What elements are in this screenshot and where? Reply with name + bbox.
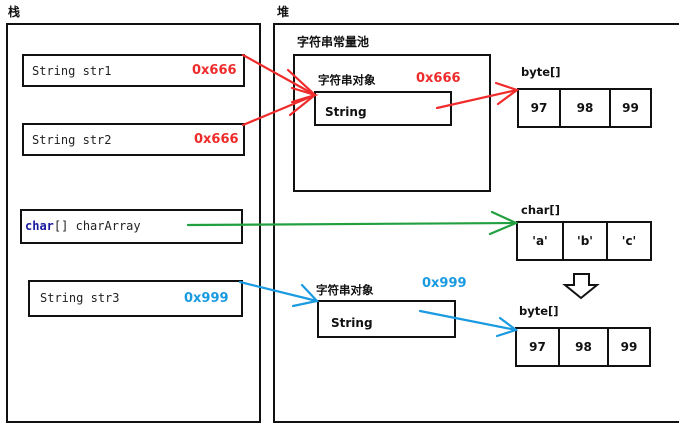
- char-array: 'a' 'b' 'c': [516, 221, 652, 261]
- red-arrows: [241, 53, 520, 127]
- var-address: 0x999: [184, 291, 229, 306]
- arrow-str2-to-pool-object: [241, 93, 317, 127]
- byte-array-1-label: byte[]: [521, 65, 561, 79]
- arrow-str1-to-pool-object: [241, 53, 317, 97]
- array-cell: 99: [620, 340, 638, 354]
- array-cell: 'a': [518, 223, 564, 259]
- pool-string-object: String: [314, 91, 452, 126]
- char-array-label: char[]: [521, 203, 560, 217]
- var-address: 0x666: [192, 63, 237, 78]
- var-address: 0x666: [194, 132, 239, 147]
- byte-array-2: 97 98 99: [515, 327, 651, 367]
- object2-address: 0x999: [422, 276, 467, 291]
- array-cell: 98: [560, 329, 609, 365]
- var-name: str1: [82, 64, 112, 78]
- stack-var-str2: String str2 0x666: [22, 123, 245, 156]
- pool-object-address: 0x666: [416, 71, 461, 86]
- var-type-suffix: []: [53, 219, 69, 233]
- array-cell: 'c': [621, 234, 637, 248]
- heap-heading: 堆: [277, 5, 290, 19]
- down-arrow-icon: [562, 273, 600, 300]
- array-cell: 97: [519, 90, 561, 126]
- var-name: str2: [82, 133, 112, 147]
- pool-object-label: 字符串对象: [318, 73, 376, 87]
- var-type: String: [32, 64, 76, 78]
- array-cell: 97: [517, 329, 560, 365]
- byte-array-2-label: byte[]: [519, 304, 559, 318]
- array-cell: 99: [622, 101, 639, 115]
- arrowhead-object2: [291, 283, 320, 308]
- array-cell: 98: [561, 90, 611, 126]
- arrowhead-pool-object: [286, 68, 319, 117]
- stack-heading: 栈: [8, 5, 21, 19]
- blue-arrows: [238, 280, 519, 338]
- stack-var-str3: String str3 0x999: [28, 280, 243, 317]
- stack-var-chararray: char[] charArray: [20, 209, 243, 244]
- arrowhead-char-array: [488, 210, 519, 236]
- byte-array-1: 97 98 99: [517, 88, 652, 128]
- stack-var-str1: String str1 0x666: [22, 54, 245, 87]
- arrowhead-byte-array-1: [494, 81, 520, 106]
- arrow-str3-to-object2: [238, 280, 319, 303]
- object-class: String: [325, 105, 367, 119]
- arrowhead-byte-array-2: [495, 316, 519, 338]
- var-name: charArray: [75, 219, 141, 233]
- object2-string: String: [317, 300, 456, 338]
- var-type: String: [32, 133, 76, 147]
- object2-label: 字符串对象: [316, 283, 374, 297]
- green-arrow: [186, 210, 519, 236]
- string-pool-title: 字符串常量池: [297, 35, 370, 49]
- var-name: str3: [90, 291, 120, 305]
- var-type: String: [40, 291, 84, 305]
- object-class: String: [331, 316, 373, 330]
- arrow-chararray-to-char-array: [186, 221, 518, 227]
- array-cell: 'b': [564, 223, 608, 259]
- arrow-pool-object-to-byte-array: [435, 88, 519, 110]
- var-type-keyword: char: [25, 219, 54, 233]
- arrow-object2-to-byte-array-2: [418, 309, 518, 332]
